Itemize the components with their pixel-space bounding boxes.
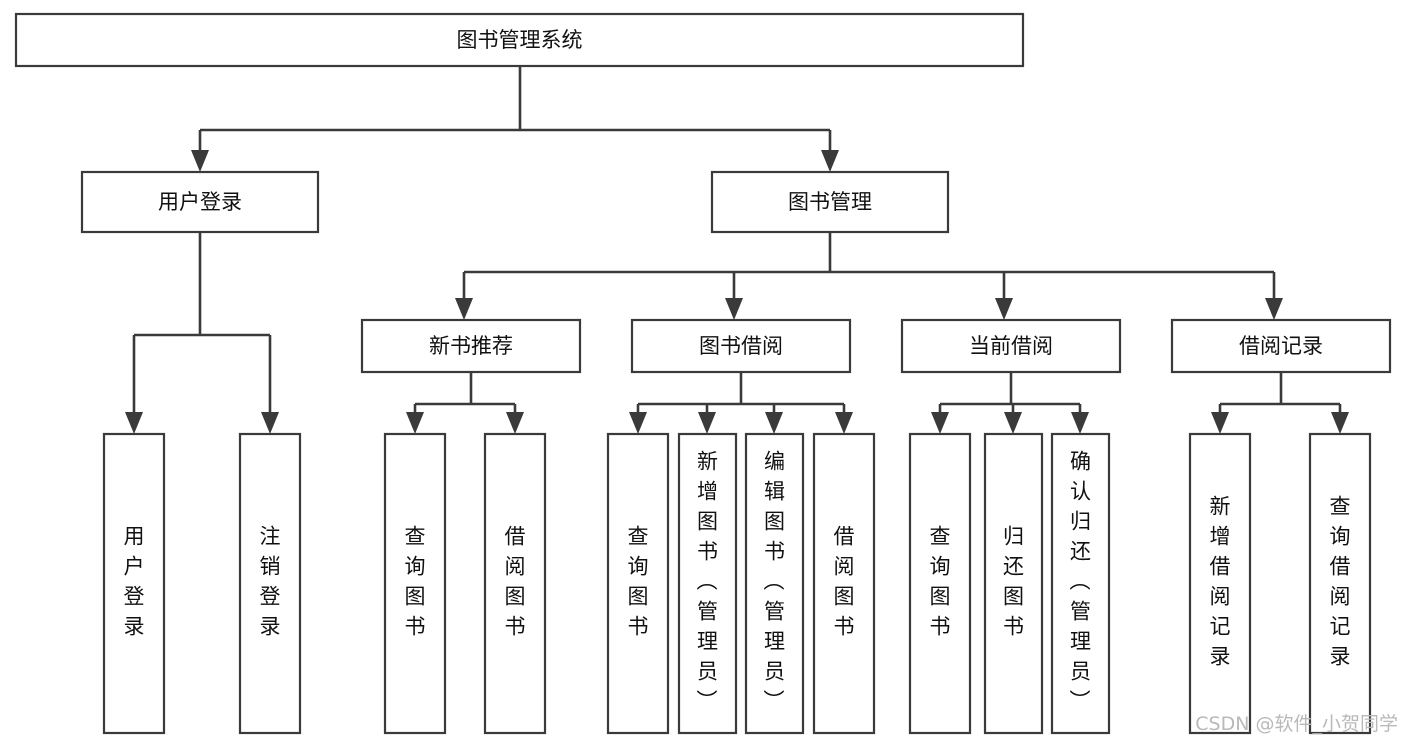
node-label: 当前借阅 <box>969 334 1053 358</box>
node-label: 借阅记录 <box>1239 334 1323 358</box>
node-label: 新增图书（管理员） <box>697 450 719 714</box>
node-box-leaf[interactable] <box>383 432 447 735</box>
node-label: 新书推荐 <box>429 334 513 358</box>
node-box-leaf[interactable] <box>1188 432 1252 735</box>
node-leaf-add-book[interactable]: 新增图书（管理员） <box>677 432 738 735</box>
arrow-head-icon <box>455 298 473 320</box>
node-label: 借阅图书 <box>834 525 855 639</box>
arrow-head-icon <box>1071 412 1089 434</box>
node-leaf-query-borrow-record[interactable]: 查询借阅记录 <box>1308 432 1372 735</box>
node-box-leaf[interactable] <box>812 432 876 735</box>
connector-bus-current-borrow <box>931 372 1089 434</box>
node-label: 注销登录 <box>260 525 281 639</box>
node-label: 图书管理 <box>788 190 872 214</box>
arrow-head-icon <box>261 412 279 434</box>
arrow-head-icon <box>995 298 1013 320</box>
connector-bus-book-borrow <box>629 372 853 434</box>
node-new-book-recommend[interactable]: 新书推荐 <box>360 318 582 374</box>
node-leaf-return-book[interactable]: 归还图书 <box>983 432 1044 735</box>
node-box-root[interactable] <box>14 12 1025 68</box>
node-label: 查询图书 <box>628 525 649 639</box>
node-leaf-add-borrow-record[interactable]: 新增借阅记录 <box>1188 432 1252 735</box>
arrow-head-icon <box>698 412 716 434</box>
arrow-head-icon <box>725 298 743 320</box>
node-box-level1[interactable] <box>710 170 950 234</box>
node-layer: 图书管理系统用户登录图书管理新书推荐图书借阅当前借阅借阅记录用户登录注销登录查询… <box>14 12 1392 735</box>
node-leaf-user-login[interactable]: 用户登录 <box>102 432 166 735</box>
node-label: 编辑图书（管理员） <box>764 450 786 714</box>
node-leaf-confirm-return[interactable]: 确认归还（管理员） <box>1050 432 1111 735</box>
node-box-level1[interactable] <box>80 170 320 234</box>
arrow-head-icon <box>406 412 424 434</box>
node-box-level2[interactable] <box>1170 318 1392 374</box>
node-book-borrow[interactable]: 图书借阅 <box>630 318 852 374</box>
node-box-leaf[interactable] <box>102 432 166 735</box>
node-box-leaf[interactable] <box>238 432 302 735</box>
node-leaf-logout-login[interactable]: 注销登录 <box>238 432 302 735</box>
node-current-borrow[interactable]: 当前借阅 <box>900 318 1122 374</box>
node-label: 查询图书 <box>930 525 951 639</box>
node-label: 查询借阅记录 <box>1330 495 1351 669</box>
csdn-watermark: CSDN @软件_小贺同学 <box>1195 713 1398 735</box>
arrow-head-icon <box>765 412 783 434</box>
node-box-leaf[interactable] <box>606 432 670 735</box>
node-box-leaf[interactable] <box>483 432 547 735</box>
arrow-head-icon <box>1004 412 1022 434</box>
node-label: 图书管理系统 <box>457 28 583 52</box>
arrow-head-icon <box>835 412 853 434</box>
node-box-leaf[interactable] <box>983 432 1044 735</box>
arrow-head-icon <box>506 412 524 434</box>
arrow-head-icon <box>629 412 647 434</box>
arrow-head-icon <box>1211 412 1229 434</box>
arrow-head-icon <box>1265 298 1283 320</box>
arrow-head-icon <box>191 150 209 172</box>
node-user-login[interactable]: 用户登录 <box>80 170 320 234</box>
node-borrow-record[interactable]: 借阅记录 <box>1170 318 1392 374</box>
node-label: 归还图书 <box>1003 525 1024 639</box>
node-box-leaf[interactable] <box>744 432 805 735</box>
node-label: 新增借阅记录 <box>1210 495 1231 669</box>
node-box-leaf[interactable] <box>1050 432 1111 735</box>
node-leaf-query-book-3[interactable]: 查询图书 <box>908 432 972 735</box>
node-box-leaf[interactable] <box>1308 432 1372 735</box>
node-leaf-edit-book[interactable]: 编辑图书（管理员） <box>744 432 805 735</box>
node-box-level2[interactable] <box>360 318 582 374</box>
connector-bus-user-login <box>125 232 279 434</box>
node-book-manage[interactable]: 图书管理 <box>710 170 950 234</box>
node-label: 借阅图书 <box>505 525 526 639</box>
node-leaf-query-book-1[interactable]: 查询图书 <box>383 432 447 735</box>
node-label: 图书借阅 <box>699 334 783 358</box>
node-label: 确认归还（管理员） <box>1070 450 1092 714</box>
node-label: 查询图书 <box>405 525 426 639</box>
arrow-head-icon <box>821 150 839 172</box>
node-leaf-query-book-2[interactable]: 查询图书 <box>606 432 670 735</box>
connector-bus-book-manage <box>455 232 1283 320</box>
node-root[interactable]: 图书管理系统 <box>14 12 1025 68</box>
node-label: 用户登录 <box>158 190 242 214</box>
node-box-leaf[interactable] <box>908 432 972 735</box>
node-leaf-borrow-book-1[interactable]: 借阅图书 <box>483 432 547 735</box>
node-leaf-borrow-book-2[interactable]: 借阅图书 <box>812 432 876 735</box>
arrow-head-icon <box>931 412 949 434</box>
node-label: 用户登录 <box>124 525 145 639</box>
node-box-leaf[interactable] <box>677 432 738 735</box>
connector-bus-borrow-record <box>1211 372 1349 434</box>
connector-bus-new-book <box>406 372 524 434</box>
node-box-level2[interactable] <box>900 318 1122 374</box>
arrow-head-icon <box>1331 412 1349 434</box>
node-box-level2[interactable] <box>630 318 852 374</box>
arrow-head-icon <box>125 412 143 434</box>
connector-bus-root <box>191 66 839 172</box>
connector-layer <box>125 66 1349 434</box>
